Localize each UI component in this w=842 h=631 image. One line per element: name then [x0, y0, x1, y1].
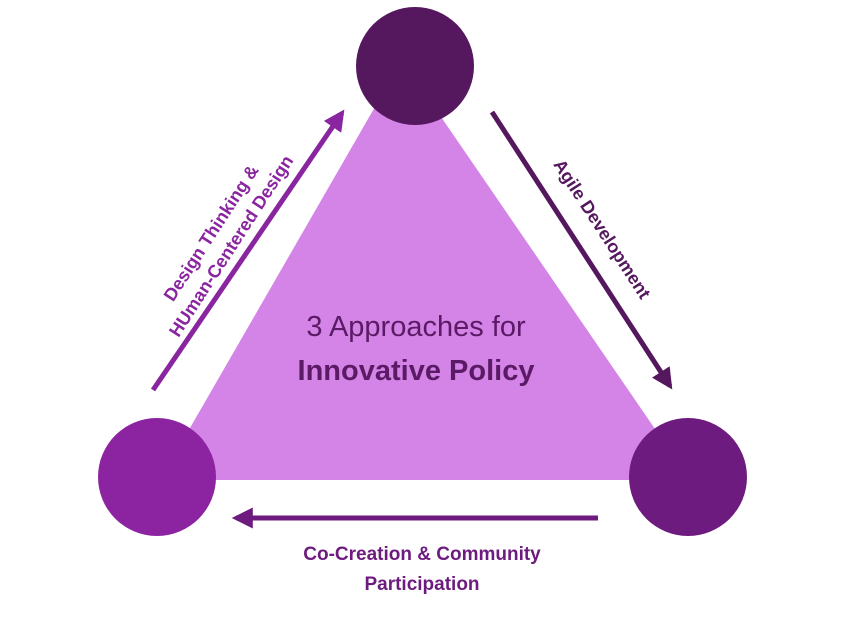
central-triangle: [160, 60, 690, 480]
bottom-edge-label-line1: Co-Creation & Community: [303, 544, 541, 565]
node-right-circle: [629, 418, 747, 536]
bottom-edge-label-line2: Participation: [364, 574, 479, 595]
center-title-line1: 3 Approaches for: [306, 311, 526, 343]
node-top-circle: [356, 7, 474, 125]
arrow-right-edge: [489, 110, 673, 390]
center-title-line2: Innovative Policy: [298, 355, 535, 387]
node-left-circle: [98, 418, 216, 536]
arrow-left-edge: [150, 109, 345, 392]
